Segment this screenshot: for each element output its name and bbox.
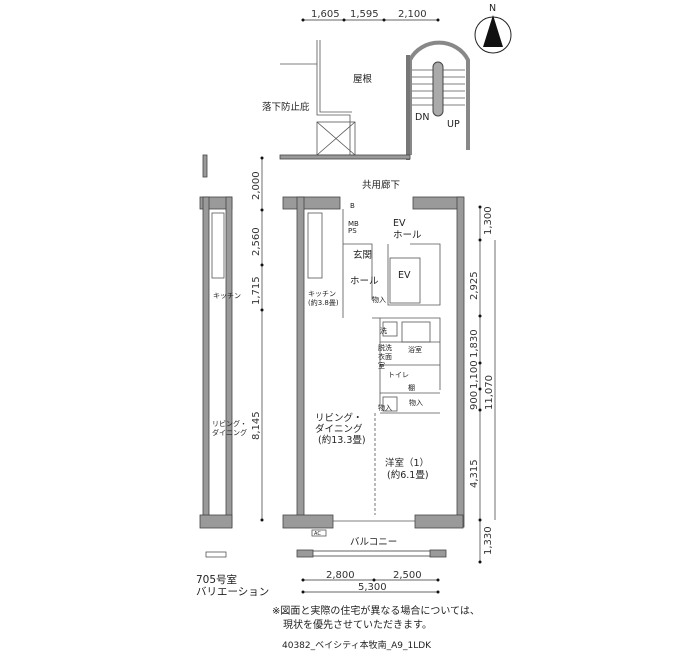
right-dimensions: 1,300 2,925 1,830 1,100 900 4,315 1,330 … [469,205,496,564]
dim-right-5: 900 [469,391,480,410]
variation-title-label: バリエーション [196,586,269,598]
hall-label: ホール [350,276,379,287]
storage-b-label: 物入 [409,398,423,407]
stair-dn-label: DN [415,112,429,123]
ev-hall-label: EV [393,218,406,229]
dim-right-1: 1,300 [483,206,494,235]
toilet-label: トイレ [388,371,409,379]
dim-left-4: 8,145 [251,411,262,440]
kitchen-size-label: (約3.8畳) [308,298,339,307]
dim-left-3: 1,715 [251,276,262,305]
bath-label: 浴室 [408,345,422,354]
dim-right-3: 1,830 [469,329,480,358]
dim-right-total: 11,070 [484,375,495,410]
dim-top-3: 2,100 [398,9,427,20]
unit-walls [282,196,465,529]
shelf-label: 棚 [408,383,415,392]
stair-up-label: UP [447,119,460,130]
corridor-wall [279,154,411,160]
laundry-label: 洗 [380,326,387,335]
top-dimensions: 1,605 1,595 2,100 [301,9,440,22]
living-size-label: (約13.3畳) [318,434,366,446]
kitchen-label: キッチン [308,290,336,298]
balcony-label: バルコニー [350,537,397,548]
b-label: B [350,202,355,210]
mb-label: MB [348,220,359,228]
dim-right-7: 1,330 [483,526,494,555]
var-living-label-2: ダイニング [212,428,247,437]
left-dimensions: 2,000 2,560 1,715 8,145 [251,156,264,522]
disclaimer-line-2: 現状を優先させていただきます。 [283,620,432,631]
storage-a-label: 物入 [378,403,392,412]
ev-hall-label-2: ホール [393,230,422,241]
plan-caption: 40382_ベイシティ本牧南_A9_1LDK [282,641,432,651]
dim-right-4: 1,100 [469,360,480,389]
dim-bottom-2: 2,500 [393,570,422,581]
entrance-label: 玄関 [353,249,372,261]
dim-bottom-total: 5,300 [358,582,387,593]
bottom-dimensions: 2,800 2,500 5,300 [301,570,440,594]
variation-room-label: 705号室 [196,573,237,586]
canopy-label: 落下防止庇 [262,101,310,113]
ev-label: EV [398,270,411,281]
washroom-label-3: 室 [378,361,385,370]
variation-plan: キッチン リビング・ ダイニング [199,154,247,558]
storage-entry-label: 物入 [372,295,386,304]
disclaimer-line-1: ※図面と実際の住宅が異なる場合については、 [272,606,480,617]
dim-bottom-1: 2,800 [326,570,355,581]
dim-right-2: 2,925 [469,271,480,300]
living-label-1: リビング・ [315,412,363,424]
north-compass-icon: N [474,3,512,54]
bedroom-label: 洋室（1） [385,457,429,469]
bedroom-size-label: (約6.1畳) [387,469,429,481]
compass-label: N [489,3,496,14]
corridor-label: 共用廊下 [362,179,400,191]
ps-label: PS [348,227,357,235]
dim-right-6: 4,315 [469,459,480,488]
roof-area: 屋根 落下防止庇 [262,40,373,156]
dim-top-2: 1,595 [350,9,379,20]
balcony: AC バルコニー [296,529,447,558]
staircase: DN UP [406,40,470,160]
dim-left-2: 2,560 [251,227,262,256]
ac-label: AC [314,531,321,537]
var-kitchen-label: キッチン [213,292,241,300]
roof-label: 屋根 [353,73,373,85]
washroom-label-1: 脱洗 [378,343,392,352]
dim-top-1: 1,605 [311,9,340,20]
dim-left-1: 2,000 [251,171,262,200]
var-living-label-1: リビング・ [212,419,247,428]
washroom-label-2: 衣面 [378,352,392,361]
living-label-2: ダイニング [315,423,363,435]
